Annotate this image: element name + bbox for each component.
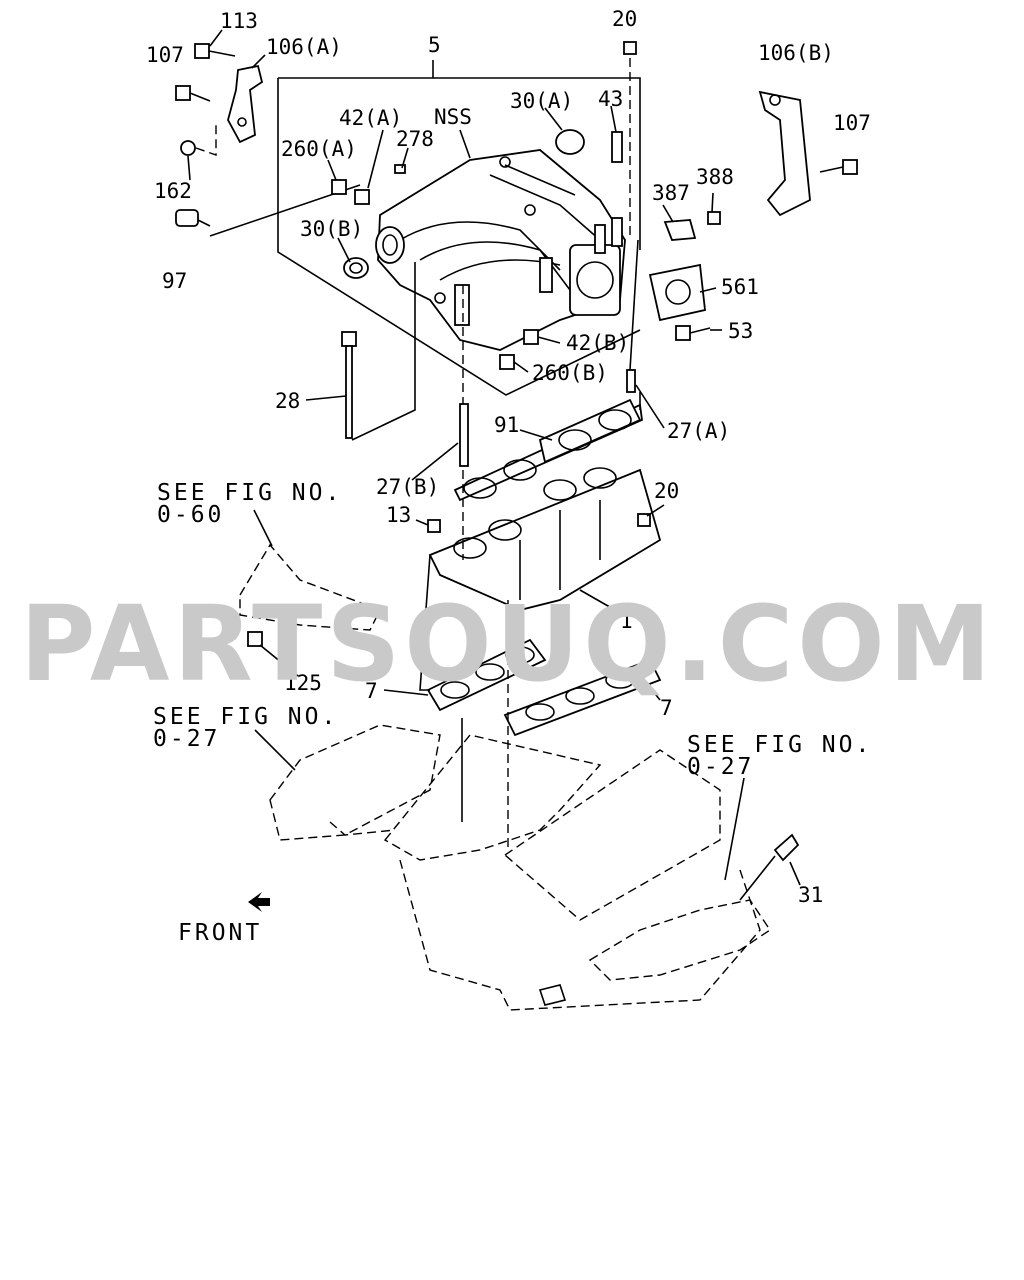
callout-42b: 42(B) [566,331,629,355]
callout-28: 28 [275,389,300,413]
callout-125: 125 [284,671,322,695]
front-arrow-icon [248,892,270,912]
ref-0-27-right-line2: 0-27 [687,754,754,780]
bolt-28 [341,331,357,439]
sensor-97 [175,209,211,227]
callout-7-left: 7 [365,679,378,703]
callout-7-right: 7 [660,696,673,720]
watermark: PARTSOUQ.COM [20,583,995,705]
bracket-fig-0-60 [239,543,381,631]
bracket-106a [227,64,264,144]
nut-162 [180,140,196,156]
stud-27b [459,403,469,467]
callout-91: 91 [494,413,519,437]
gasket-561 [648,263,706,322]
bolt-388 [707,211,721,225]
pin-278 [394,164,406,174]
pin-260a [331,179,347,195]
seal-30b [343,257,369,279]
callout-53: 53 [728,319,753,343]
stud-27a [626,369,636,393]
spark-plug-31 [739,833,800,901]
nut-20-top [623,41,637,55]
bolt-113 [194,43,236,59]
bolt-107-left [175,85,211,102]
callout-278: 278 [396,127,434,151]
ref-0-60-line1: SEE FIG NO. [157,480,342,506]
callout-106a: 106(A) [266,35,342,59]
gasket-7-left [426,638,547,712]
ref-0-60-line2: 0-60 [157,502,224,528]
ref-0-27-right-line1: SEE FIG NO. [687,732,872,758]
callout-106b: 106(B) [758,41,834,65]
callout-31: 31 [798,883,823,907]
callout-387: 387 [652,181,690,205]
callout-260a: 260(A) [281,137,357,161]
callout-20-top: 20 [612,7,637,31]
callout-107-right: 107 [833,111,871,135]
callout-nss: NSS [434,105,472,129]
lower-intake-manifold [428,467,662,611]
ref-0-27-left-line1: SEE FIG NO. [153,704,338,730]
stud-43 [611,131,623,163]
nut-20-right [637,513,651,527]
bolt-125 [247,631,263,647]
exhaust-manifold-fig-0-27 [269,724,441,841]
callout-113: 113 [220,9,258,33]
pin-260b [499,354,515,370]
callout-42a: 42(A) [339,106,402,130]
callout-97: 97 [162,269,187,293]
gasket-91 [453,398,643,502]
ref-0-27-left-line2: 0-27 [153,726,220,752]
engine-block [383,734,771,1011]
seal-30a [555,129,585,155]
callout-30b: 30(B) [300,217,363,241]
gasket-7-right [503,658,662,737]
callout-1: 1 [620,609,633,633]
bolt-13 [427,519,441,533]
callout-13: 13 [386,503,411,527]
pin-42a [354,189,370,205]
front-label: FRONT [178,920,262,946]
intake-manifold-bracket-lines [277,60,641,396]
callout-561: 561 [721,275,759,299]
upper-intake-manifold [375,149,626,351]
callout-27a: 27(A) [667,419,730,443]
plate-387 [663,219,697,241]
callout-43: 43 [598,87,623,111]
pin-42b [523,329,539,345]
callout-20-right: 20 [654,479,679,503]
callout-5: 5 [428,33,441,57]
bolt-107-right [819,159,858,175]
callout-162: 162 [154,179,192,203]
callout-388: 388 [696,165,734,189]
callout-27b: 27(B) [376,475,439,499]
bracket-106b [758,90,811,217]
callout-107-left: 107 [146,43,184,67]
bolt-53 [675,325,711,341]
callout-30a: 30(A) [510,89,573,113]
callout-260b: 260(B) [532,361,608,385]
